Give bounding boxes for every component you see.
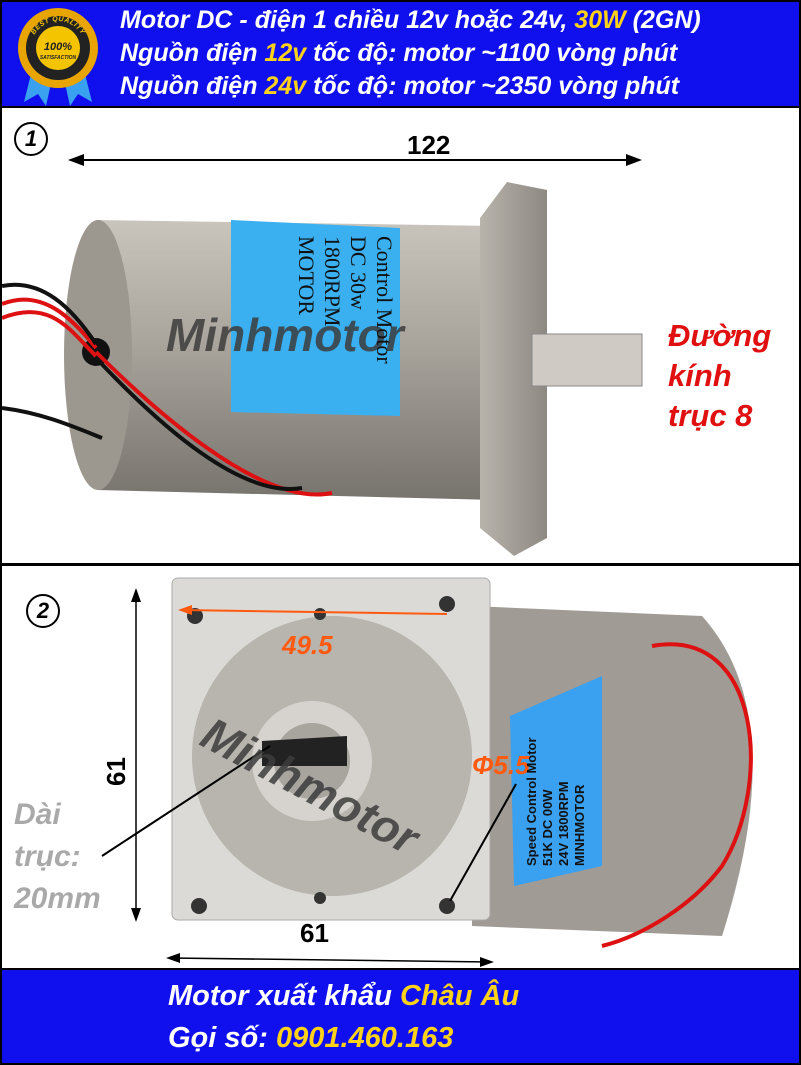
label-line: 1800RPM bbox=[320, 236, 345, 327]
shaft-length-note: Dài trục: 20mm bbox=[14, 794, 101, 920]
quality-badge-icon: BEST QUALITY 100% SATISFACTION bbox=[18, 8, 98, 106]
motor-label-text: Control Motor DC 30w 1800RPM MOTOR bbox=[293, 236, 397, 364]
footer-banner: Motor xuất khẩu Châu Âu Gọi số: 0901.460… bbox=[2, 970, 799, 1063]
badge-sub: SATISFACTION bbox=[40, 55, 77, 61]
motor-side-illustration bbox=[2, 154, 643, 556]
label-line: Speed Control Motor bbox=[524, 737, 539, 866]
text: Gọi số: bbox=[168, 1022, 276, 1054]
text: (2GN) bbox=[625, 6, 701, 34]
voltage-highlight: 12v bbox=[264, 39, 307, 67]
width-dimension: 61 bbox=[300, 918, 329, 948]
header-banner: BEST QUALITY 100% SATISFACTION Motor DC … bbox=[2, 2, 799, 106]
region-highlight: Châu Âu bbox=[400, 980, 520, 1012]
text: trục: bbox=[14, 840, 81, 873]
power-highlight: 30W bbox=[574, 6, 626, 34]
title-line-2: Nguồn điện 12v tốc độ: motor ~1100 vòng … bbox=[120, 39, 677, 68]
label-line: MINHMOTOR bbox=[572, 784, 587, 866]
length-dimension: 122 bbox=[407, 130, 451, 160]
hole-diameter-dimension: Φ5.5 bbox=[472, 750, 530, 780]
title-line-3: Nguồn điện 24v tốc độ: motor ~2350 vòng … bbox=[120, 72, 679, 101]
badge-text: 100% bbox=[44, 41, 72, 53]
photo-number: 1 bbox=[14, 122, 48, 156]
text: Dài bbox=[14, 798, 61, 831]
text: trục 8 bbox=[668, 398, 753, 433]
motor-label bbox=[510, 676, 602, 886]
label-line: 24V 1800RPM bbox=[556, 781, 571, 866]
photo-side-view: 1 122 Minhmotor Control Motor DC 30w 180… bbox=[2, 108, 799, 563]
text: tốc độ: motor ~1100 vòng phút bbox=[306, 39, 678, 67]
motor-front-illustration bbox=[101, 577, 753, 967]
hole-spacing-dimension: 49.5 bbox=[282, 630, 333, 660]
text: kính bbox=[668, 358, 732, 393]
shaft-diameter-note: Đường kính trục 8 bbox=[668, 316, 771, 436]
voltage-highlight: 24v bbox=[264, 72, 307, 100]
label-line: 51K DC 00W bbox=[540, 789, 555, 866]
photo-front-view: 2 49.5 61 61 Φ5.5 Minhmotor Dài trục: 20… bbox=[2, 566, 799, 968]
text: Motor DC - điện 1 chiều 12v hoặc 24v, bbox=[120, 6, 575, 34]
watermark: Minhmotor bbox=[166, 309, 404, 361]
motor-label bbox=[231, 220, 400, 416]
label-line: MOTOR bbox=[294, 236, 319, 316]
title-line-1: Motor DC - điện 1 chiều 12v hoặc 24v, 30… bbox=[120, 6, 701, 35]
label-line: DC 30w bbox=[346, 236, 371, 310]
text: Nguồn điện bbox=[120, 72, 265, 100]
height-dimension: 61 bbox=[100, 757, 131, 786]
footer-line-2: Gọi số: 0901.460.163 bbox=[168, 1022, 453, 1055]
footer-line-1: Motor xuất khẩu Châu Âu bbox=[168, 980, 519, 1013]
text: Đường bbox=[668, 318, 772, 353]
photo-number: 2 bbox=[26, 594, 60, 628]
motor-label-text: Speed Control Motor 51K DC 00W 24V 1800R… bbox=[524, 737, 588, 866]
text: tốc độ: motor ~2350 vòng phút bbox=[306, 72, 680, 100]
text: Motor xuất khẩu bbox=[168, 980, 401, 1012]
text: Nguồn điện bbox=[120, 39, 265, 67]
text: 20mm bbox=[14, 882, 101, 915]
phone-number[interactable]: 0901.460.163 bbox=[275, 1022, 454, 1054]
label-line: Control Motor bbox=[372, 236, 397, 364]
